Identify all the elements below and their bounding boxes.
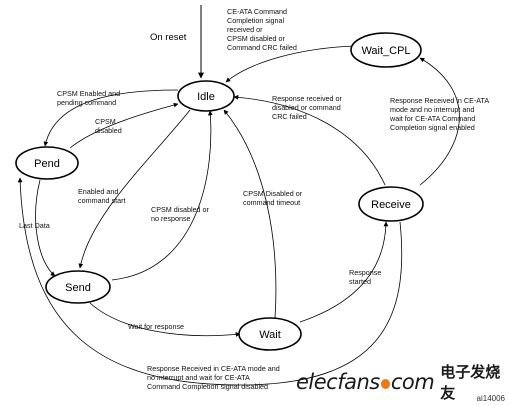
edge-receive-pend: [17, 177, 403, 386]
logo-brand-pre: elecfans: [296, 370, 380, 394]
edge-label-line: no response: [151, 214, 191, 223]
edge-label-line: CPSM disabled or: [151, 205, 210, 214]
state-idle: Idle: [177, 80, 235, 112]
elecfans-logo: elecfans com 电子发烧友: [296, 363, 509, 402]
svg-text:Wait_CPL: Wait_CPL: [361, 45, 410, 57]
edge-idle-send: [78, 109, 191, 269]
edge-label-line: Response Received in CE-ATA mode and: [147, 364, 280, 373]
edge-label-line: wait for CE-ATA Command: [389, 114, 475, 123]
edge-label-line: Response received or: [272, 94, 343, 103]
edge-label-line: Wait for response: [128, 322, 184, 331]
edge-wait-receive: [299, 221, 389, 323]
edge-label-line: received or: [227, 25, 263, 34]
edge-label-line: CPSM: [95, 117, 116, 126]
edge-wait-idle: [223, 109, 277, 319]
edge-label-line: pending command: [57, 98, 116, 107]
edge-label-line: Completion signal enabled: [390, 123, 475, 132]
edge-label-line: Response: [349, 268, 381, 277]
edge-label-line: CPSM Disabled or: [243, 189, 303, 198]
edge-waitcpl-idle: [225, 45, 356, 83]
logo-dot-icon: [380, 379, 390, 389]
edge-label-line: command start: [78, 196, 126, 205]
label-pend-send: Last Data: [19, 221, 50, 230]
logo-brand-post: com: [390, 370, 435, 394]
svg-text:Receive: Receive: [371, 199, 411, 211]
edge-send-idle: [111, 110, 213, 281]
state-wait: Wait: [238, 317, 302, 351]
edge-label-line: disabled: [95, 126, 122, 135]
on-reset-label: On reset: [150, 32, 187, 43]
edge-label-line: started: [349, 277, 371, 286]
state-send: Send: [45, 270, 111, 304]
edge-receive-waitcpl: [419, 57, 460, 186]
edge-receive-idle: [233, 94, 386, 186]
edge-label-line: Last Data: [19, 221, 50, 230]
edge-label-line: no interrupt and wait for CE-ATA: [147, 373, 250, 382]
edge-label-line: disabled or command: [272, 103, 341, 112]
svg-text:Pend: Pend: [34, 158, 60, 170]
edge-label-line: CRC failed: [272, 112, 307, 121]
svg-text:Send: Send: [65, 282, 91, 294]
svg-text:Idle: Idle: [197, 91, 215, 103]
edge-label-line: CPSM Enabled and: [57, 89, 120, 98]
edge-label-line: Completion signal: [227, 16, 285, 25]
label-send-wait: Wait for response: [128, 322, 184, 331]
edge-label-line: CPSM disabled or: [227, 34, 286, 43]
state-wait-cpl: Wait_CPL: [350, 32, 422, 68]
edge-pend-idle: [69, 102, 179, 149]
edge-label-line: command timeout: [243, 198, 300, 207]
edge-pend-send: [35, 179, 56, 277]
edge-send-wait: [89, 302, 241, 337]
edge-idle-pend: [43, 89, 179, 147]
logo-brand-cn: 电子发烧友: [440, 363, 501, 402]
document-id: ai14006: [476, 394, 505, 403]
state-pend: Pend: [15, 146, 79, 180]
edge-label-line: Response Received in CE-ATA: [390, 96, 489, 105]
state-receive: Receive: [358, 186, 424, 222]
edge-label-line: Command CRC failed: [227, 43, 297, 52]
edge-label-line: CE-ATA Command: [227, 7, 287, 16]
edge-label-line: Enabled and: [78, 187, 118, 196]
edge-label-line: mode and no interrupt and: [390, 105, 474, 114]
svg-text:Wait: Wait: [259, 329, 281, 341]
edge-label-line: Command Completion signal disabled: [147, 382, 268, 391]
